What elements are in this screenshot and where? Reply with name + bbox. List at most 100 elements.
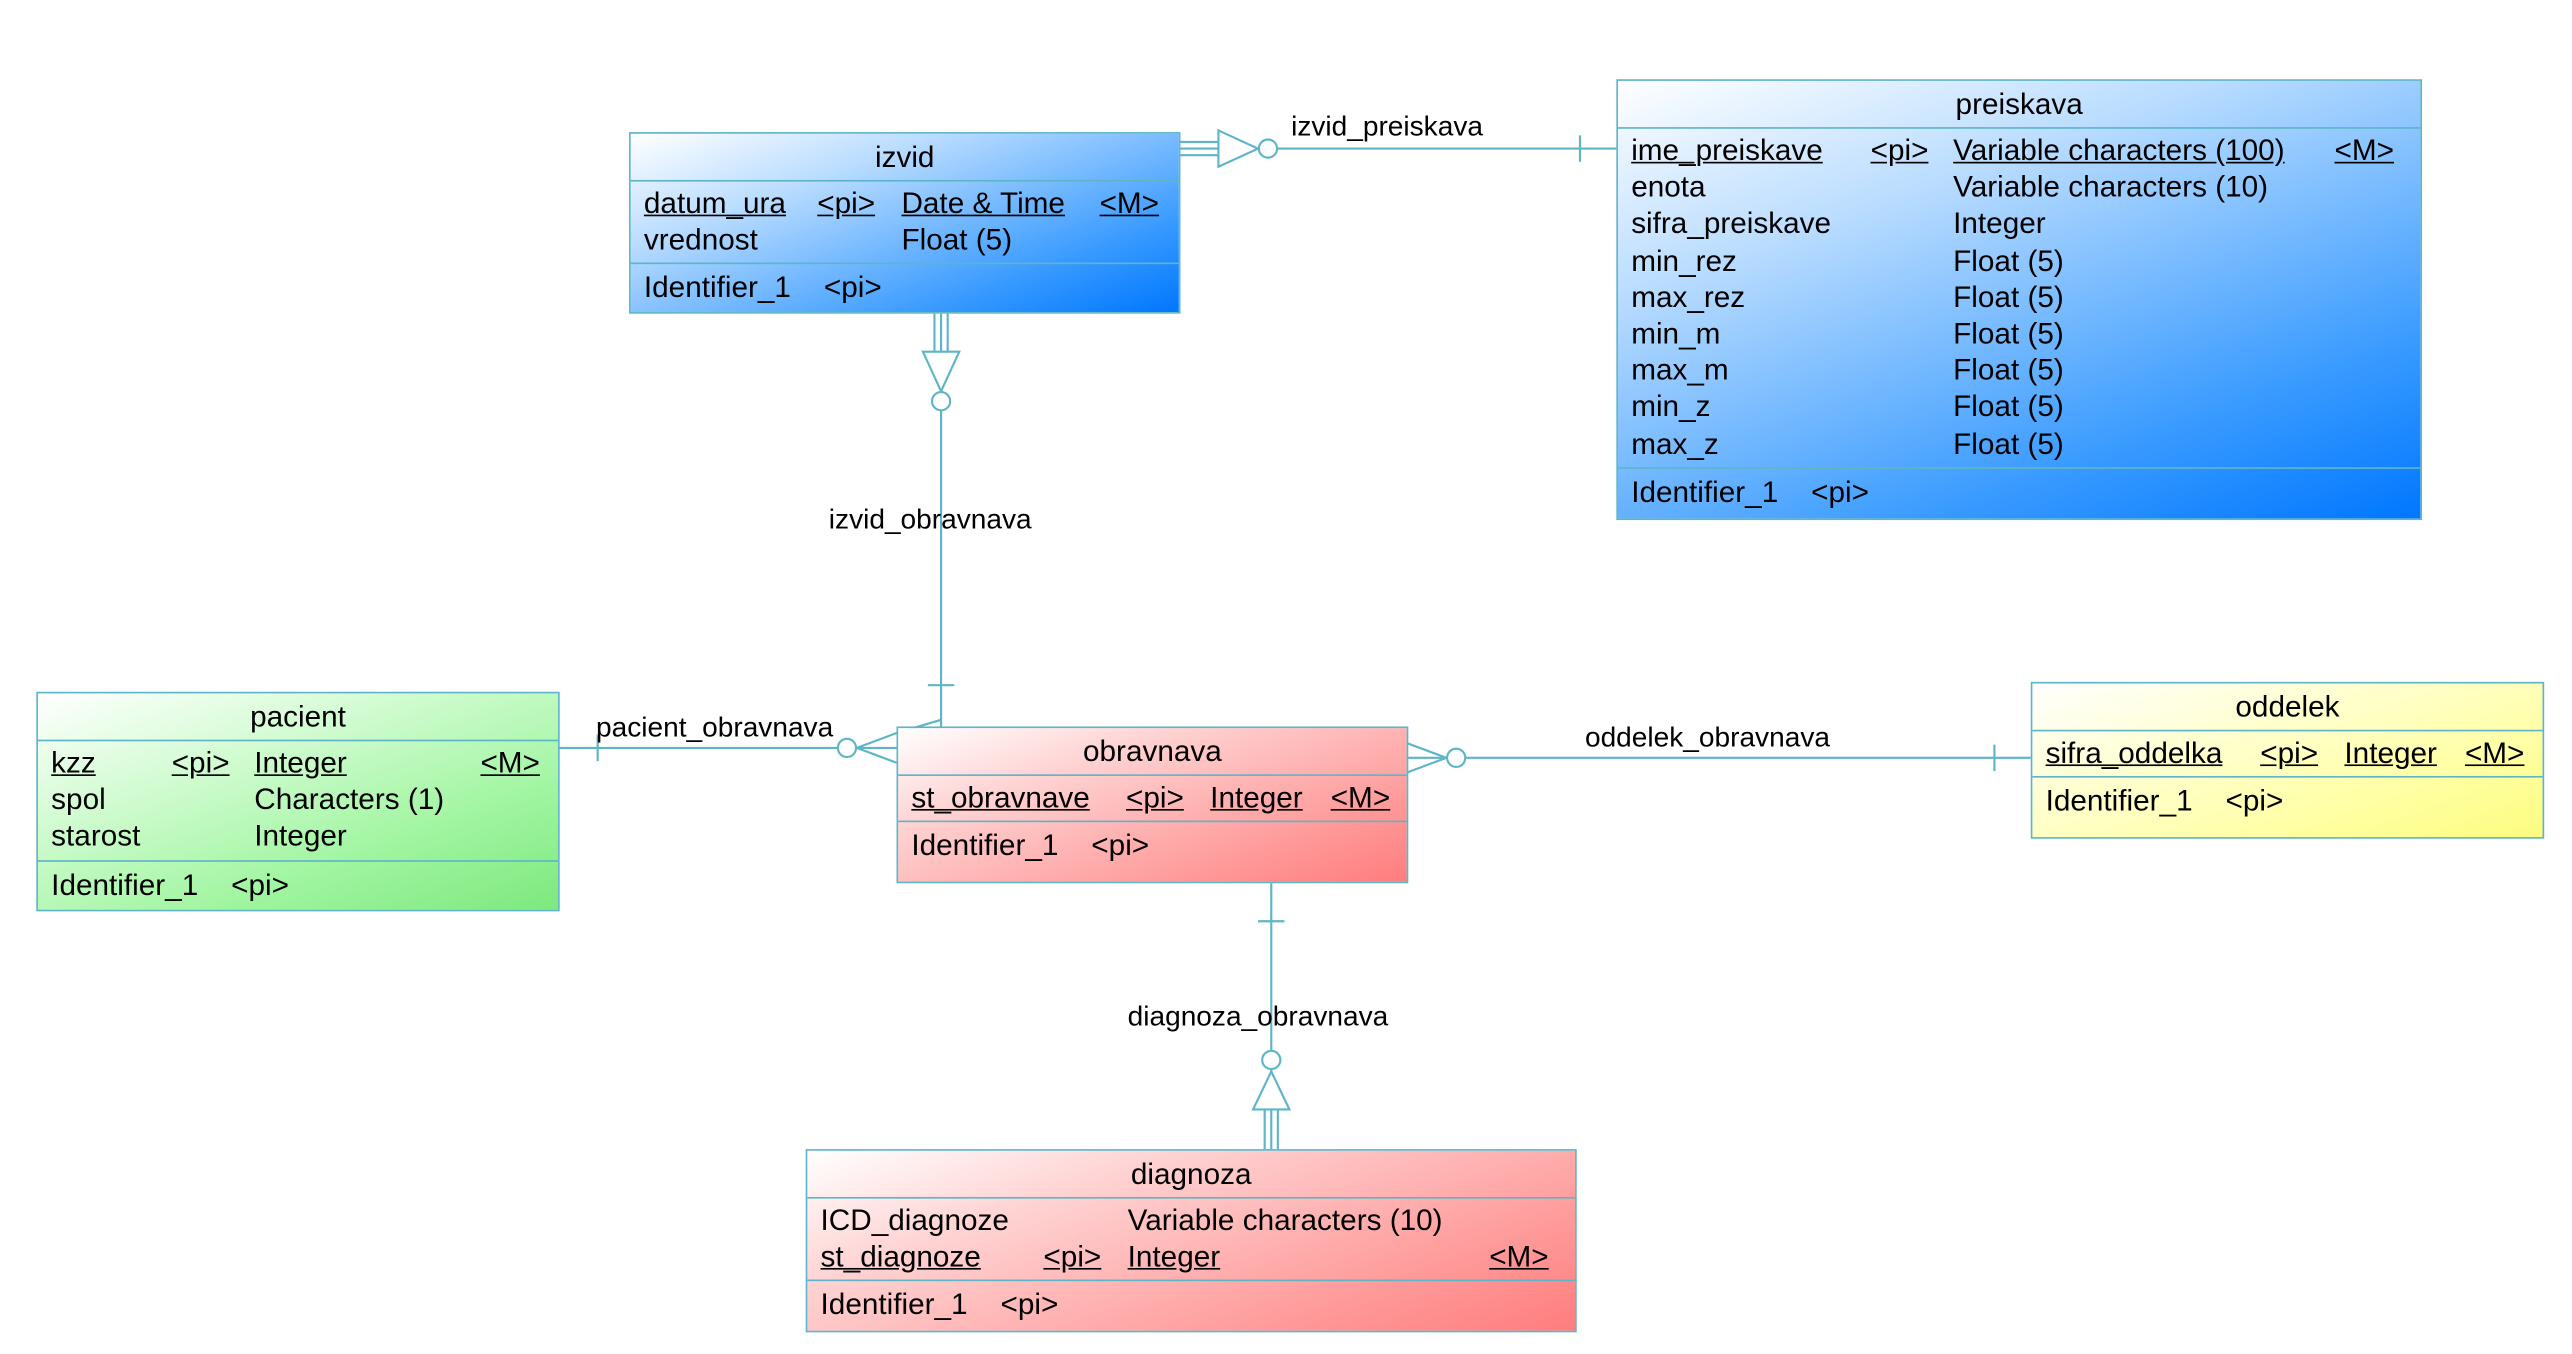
attribute-name: max_m bbox=[1631, 353, 1729, 387]
attribute-type: Date & Time bbox=[901, 186, 1065, 220]
attribute-type: Float (5) bbox=[1953, 280, 2064, 314]
entity-title: preiskava bbox=[1617, 81, 2421, 129]
crowfoot-izvid-preiskava bbox=[1217, 128, 1261, 169]
attribute-type: Float (5) bbox=[1953, 316, 2064, 350]
entity-title: oddelek bbox=[2032, 684, 2543, 732]
attribute-row: ime_preiskave <pi> Variable characters (… bbox=[1631, 132, 2407, 169]
entity-oddelek[interactable]: oddelek sifra_oddelka <pi> Integer <M> I… bbox=[2030, 681, 2545, 839]
attribute-mandatory: <M> bbox=[1099, 186, 1160, 220]
attribute-row: datum_ura <pi> Date & Time <M> bbox=[644, 185, 1166, 222]
attribute-list: ime_preiskave <pi> Variable characters (… bbox=[1617, 129, 2421, 469]
entity-diagnoza[interactable]: diagnoza ICD_diagnoze Variable character… bbox=[805, 1149, 1577, 1333]
identifier-row: Identifier_1 <pi> bbox=[807, 1282, 1575, 1328]
attribute-key: <pi> bbox=[171, 746, 230, 780]
crowfoot-izvid-obravnava bbox=[921, 350, 961, 394]
attribute-type: Integer bbox=[1953, 206, 2046, 241]
attribute-name: max_z bbox=[1631, 426, 1719, 460]
attribute-row: enota Variable characters (10) bbox=[1631, 169, 2407, 206]
identifier-key: <pi> bbox=[1811, 474, 1870, 508]
attribute-row: vrednost Float (5) bbox=[644, 222, 1166, 259]
entity-obravnava[interactable]: obravnava st_obravnave <pi> Integer <M> … bbox=[896, 726, 1409, 884]
attribute-mandatory: <M> bbox=[2464, 736, 2525, 770]
attribute-name: sifra_oddelka bbox=[2045, 736, 2223, 770]
attribute-row: sifra_preiskave Integer bbox=[1631, 205, 2407, 242]
attribute-row: min_z Float (5) bbox=[1631, 389, 2407, 426]
attribute-name: min_m bbox=[1631, 316, 1721, 350]
attribute-mandatory: <M> bbox=[2334, 133, 2395, 167]
entity-preiskava[interactable]: preiskava ime_preiskave <pi> Variable ch… bbox=[1616, 79, 2423, 521]
attribute-type: Integer bbox=[1210, 780, 1303, 814]
attribute-type: Float (5) bbox=[1953, 353, 2064, 387]
attribute-type: Float (5) bbox=[1953, 426, 2064, 460]
identifier-key: <pi> bbox=[1091, 829, 1150, 863]
identifier-key: <pi> bbox=[1000, 1288, 1059, 1322]
identifier-name: Identifier_1 bbox=[820, 1288, 968, 1322]
attribute-key: <pi> bbox=[1870, 133, 1929, 167]
attribute-type: Integer bbox=[254, 746, 347, 780]
attribute-name: st_obravnave bbox=[911, 780, 1090, 814]
attribute-list: datum_ura <pi> Date & Time <M> vrednost … bbox=[630, 182, 1179, 265]
attribute-key: <pi> bbox=[1125, 780, 1184, 814]
attribute-mandatory: <M> bbox=[1330, 780, 1391, 814]
attribute-row: min_m Float (5) bbox=[1631, 315, 2407, 352]
entity-pacient[interactable]: pacient kzz <pi> Integer <M> spol Charac… bbox=[36, 691, 560, 912]
attribute-key: <pi> bbox=[2260, 736, 2319, 770]
identifier-row: Identifier_1 <pi> bbox=[1618, 468, 2420, 514]
identifier-name: Identifier_1 bbox=[51, 867, 199, 901]
attribute-list: ICD_diagnoze Variable characters (10) st… bbox=[807, 1199, 1576, 1282]
attribute-type: Characters (1) bbox=[254, 782, 445, 816]
attribute-type: Variable characters (10) bbox=[1953, 170, 2269, 204]
identifier-row: Identifier_1 <pi> bbox=[2032, 778, 2542, 824]
attribute-type: Float (5) bbox=[901, 223, 1013, 257]
attribute-row: max_m Float (5) bbox=[1631, 352, 2407, 389]
attribute-row: ICD_diagnoze Variable characters (10) bbox=[821, 1202, 1562, 1239]
crowfoot-diagnoza-obravnava bbox=[1251, 1069, 1292, 1111]
attribute-row: st_obravnave <pi> Integer <M> bbox=[911, 779, 1393, 816]
attribute-list: kzz <pi> Integer <M> spol Characters (1)… bbox=[37, 741, 559, 862]
attribute-name: min_rez bbox=[1631, 243, 1737, 277]
attribute-name: st_diagnoze bbox=[820, 1240, 981, 1274]
entity-izvid[interactable]: izvid datum_ura <pi> Date & Time <M> vre… bbox=[629, 132, 1181, 314]
optional-circle-izvid-obravnava bbox=[930, 391, 952, 412]
relationship-label-pacient-obravnava: pacient_obravnava bbox=[596, 711, 834, 743]
entity-title: izvid bbox=[630, 134, 1179, 182]
identifier-name: Identifier_1 bbox=[1631, 474, 1779, 508]
attribute-row: sifra_oddelka <pi> Integer <M> bbox=[2046, 735, 2530, 772]
relationship-label-izvid-preiskava: izvid_preiskava bbox=[1291, 110, 1483, 142]
attribute-name: max_rez bbox=[1631, 280, 1746, 314]
attribute-row: max_rez Float (5) bbox=[1631, 279, 2407, 316]
attribute-row: spol Characters (1) bbox=[51, 781, 545, 818]
identifier-name: Identifier_1 bbox=[643, 271, 791, 305]
identifier-row: Identifier_1 <pi> bbox=[631, 265, 1179, 311]
relationship-label-diagnoza-obravnava: diagnoza_obravnava bbox=[1127, 1000, 1389, 1032]
attribute-type: Integer bbox=[254, 819, 347, 853]
optional-circle-oddelek-obravnava bbox=[1446, 747, 1467, 768]
attribute-type: Integer bbox=[2344, 736, 2437, 770]
attribute-name: sifra_preiskave bbox=[1631, 206, 1832, 241]
attribute-list: st_obravnave <pi> Integer <M> bbox=[898, 776, 1407, 823]
attribute-key: <pi> bbox=[817, 186, 876, 220]
identifier-row: Identifier_1 <pi> bbox=[898, 823, 1407, 869]
attribute-type: Variable characters (100) bbox=[1953, 133, 2285, 167]
attribute-name: enota bbox=[1631, 170, 1706, 204]
entity-title: obravnava bbox=[898, 728, 1407, 776]
attribute-row: max_z Float (5) bbox=[1631, 425, 2407, 462]
attribute-type: Float (5) bbox=[1953, 243, 2064, 277]
attribute-key: <pi> bbox=[1043, 1240, 1102, 1274]
identifier-name: Identifier_1 bbox=[2045, 784, 2193, 818]
identifier-key: <pi> bbox=[823, 271, 882, 305]
attribute-row: kzz <pi> Integer <M> bbox=[51, 745, 545, 782]
optional-circle-diagnoza-obravnava bbox=[1261, 1049, 1282, 1071]
entity-title: pacient bbox=[37, 693, 559, 742]
attribute-name: spol bbox=[51, 782, 106, 816]
attribute-row: starost Integer bbox=[51, 818, 545, 855]
identifier-key: <pi> bbox=[231, 867, 290, 901]
attribute-mandatory: <M> bbox=[480, 746, 540, 780]
attribute-mandatory: <M> bbox=[1489, 1240, 1549, 1274]
attribute-type: Float (5) bbox=[1953, 390, 2064, 424]
identifier-name: Identifier_1 bbox=[911, 829, 1059, 863]
attribute-list: sifra_oddelka <pi> Integer <M> bbox=[2032, 731, 2543, 778]
attribute-row: min_rez Float (5) bbox=[1631, 242, 2407, 279]
